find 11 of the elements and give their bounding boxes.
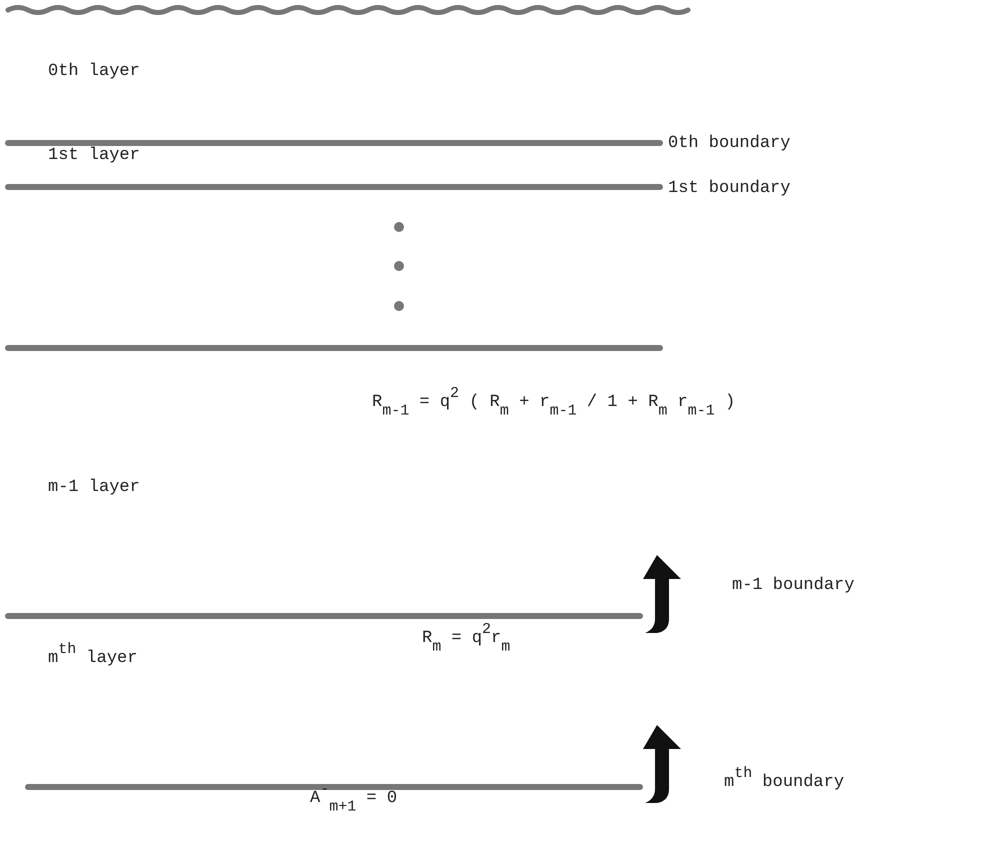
layer-label: 1st layer <box>48 145 140 167</box>
boundary-label: 1st boundary <box>668 178 790 200</box>
boundary-label: m-1 boundary <box>732 575 854 597</box>
boundary-label: 0th boundary <box>668 133 790 155</box>
formula: R$_{m}$ = q$^{2}$r$_{m}$ <box>422 620 510 658</box>
layer-label: m-1 layer <box>48 477 140 499</box>
formula: A$^{-}$$_{m+1}$ = 0 <box>310 780 398 818</box>
layer-label: 0th layer <box>48 61 140 83</box>
boundary-label: m$^{th}$ boundary <box>724 764 844 794</box>
formula: R$_{m-1}$ = q$^{2}$ ( R$_{m}$ + r$_{m-1}$ / 1 + R$_{m}$ r$_{m-1}$ ) <box>372 384 736 422</box>
layer-label: m$^{th}$ layer <box>48 640 138 670</box>
